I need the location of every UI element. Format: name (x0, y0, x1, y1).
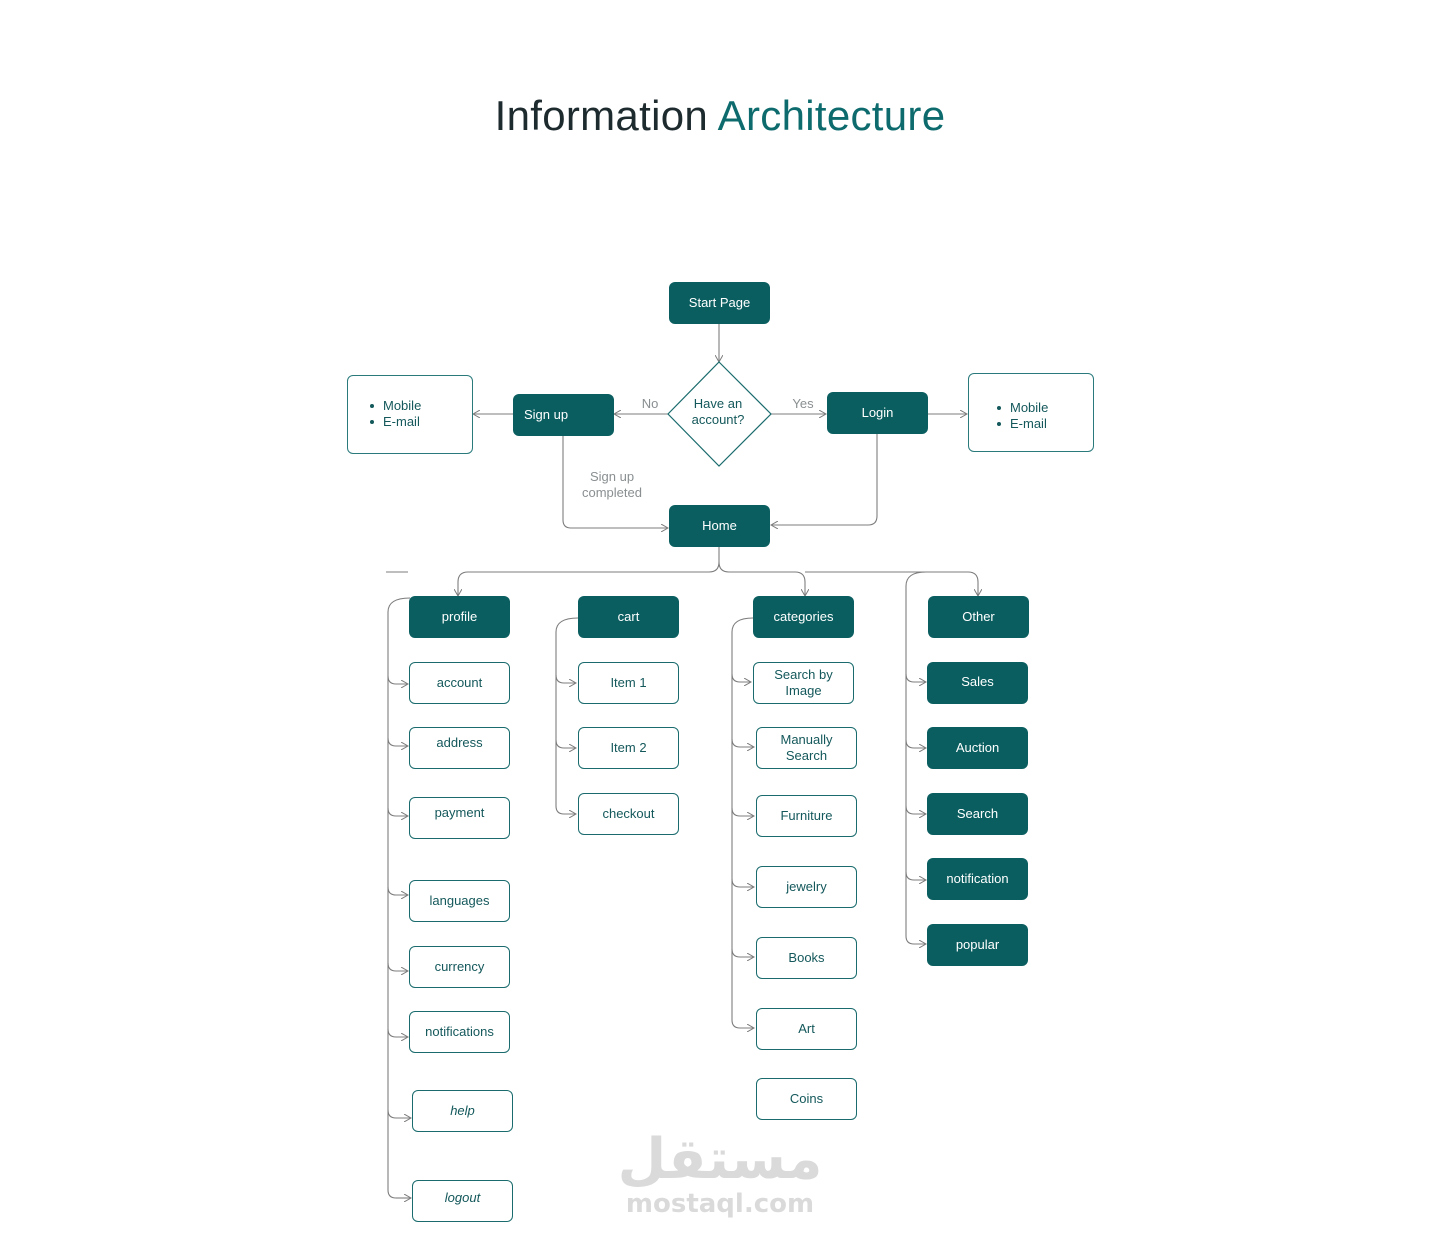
profile-item-currency[interactable]: currency (409, 946, 510, 988)
page-title: Information Architecture (0, 92, 1440, 140)
signup-options-list: Mobile E-mail (370, 398, 472, 430)
category-search-by-image-line-1: Search by (774, 667, 833, 682)
category-item-furniture[interactable]: Furniture (756, 795, 857, 837)
cart-item-2-label: Item 2 (610, 740, 647, 755)
category-item-manually-search[interactable]: Manually Search (756, 727, 857, 769)
category-item-art[interactable]: Art (756, 1008, 857, 1050)
profile-item-payment-label: payment (434, 805, 485, 820)
profile-item-languages[interactable]: languages (409, 880, 510, 922)
home-node[interactable]: Home (669, 505, 770, 547)
profile-item-logout-label: logout (444, 1190, 481, 1205)
category-item-books[interactable]: Books (756, 937, 857, 979)
profile-item-languages-label: languages (429, 893, 490, 908)
category-item-jewelry[interactable]: jewelry (756, 866, 857, 908)
profile-item-currency-label: currency (434, 959, 485, 974)
category-jewelry-label: jewelry (786, 879, 827, 894)
category-search-by-image-line-2: Image (785, 683, 822, 698)
watermark-latin: mostaql.com (625, 1189, 815, 1219)
signup-option-mobile: Mobile (370, 398, 472, 414)
category-coins-label: Coins (789, 1091, 824, 1106)
cart-item-1[interactable]: Item 1 (578, 662, 679, 704)
signup-options-box: Mobile E-mail (347, 375, 473, 454)
decision-line-2: account? (691, 412, 745, 427)
category-item-search-by-image[interactable]: Search by Image (753, 662, 854, 704)
profile-item-payment[interactable]: payment (409, 797, 510, 839)
yes-label: Yes (792, 396, 814, 411)
watermark-arabic: مستقل (617, 1127, 823, 1192)
profile-item-account-label: account (436, 675, 483, 690)
category-furniture-label: Furniture (780, 808, 833, 823)
login-label: Login (861, 405, 894, 420)
cart-item-2[interactable]: Item 2 (578, 727, 679, 769)
other-item-popular[interactable]: popular (927, 924, 1028, 966)
signup-completed-line-2: completed (582, 485, 642, 500)
other-notification-label: notification (946, 871, 1009, 886)
sign-up-node[interactable]: Sign up (513, 394, 614, 436)
profile-item-address[interactable]: address (409, 727, 510, 769)
profile-item-help-label: help (450, 1103, 475, 1118)
category-books-label: Books (788, 950, 825, 965)
profile-item-account[interactable]: account (409, 662, 510, 704)
cart-item-checkout-label: checkout (602, 806, 655, 821)
no-label: No (641, 396, 659, 411)
profile-item-help[interactable]: help (412, 1090, 513, 1132)
profile-item-logout[interactable]: logout (412, 1180, 513, 1222)
profile-node[interactable]: profile (409, 596, 510, 638)
signup-completed-label: Sign up completed (570, 469, 654, 501)
home-label: Home (702, 518, 737, 533)
profile-item-notifications[interactable]: notifications (409, 1011, 510, 1053)
profile-item-notifications-label: notifications (425, 1024, 494, 1039)
categories-label: categories (773, 609, 834, 624)
other-item-auction[interactable]: Auction (927, 727, 1028, 769)
profile-label: profile (441, 609, 478, 624)
profile-item-address-label: address (436, 735, 483, 750)
title-main: Information (494, 92, 709, 139)
signup-completed-line-1: Sign up (589, 469, 635, 484)
watermark-logo: مستقل mostaql.com (610, 1127, 830, 1219)
category-manually-search-line-2: Search (785, 748, 828, 763)
category-item-coins[interactable]: Coins (756, 1078, 857, 1120)
other-popular-label: popular (955, 937, 1000, 952)
other-node[interactable]: Other (928, 596, 1029, 638)
other-item-search[interactable]: Search (927, 793, 1028, 835)
other-item-notification[interactable]: notification (927, 858, 1028, 900)
category-manually-search-line-1: Manually (780, 732, 833, 747)
category-art-label: Art (798, 1021, 815, 1036)
cart-item-checkout[interactable]: checkout (578, 793, 679, 835)
decision-text: Have an account? (668, 396, 768, 428)
other-search-label: Search (956, 806, 999, 821)
decision-diamond (667, 361, 772, 467)
login-option-email: E-mail (997, 416, 1093, 432)
start-page-label: Start Page (688, 295, 751, 310)
other-item-sales[interactable]: Sales (927, 662, 1028, 704)
login-options-box: Mobile E-mail (968, 373, 1094, 452)
title-accent: Architecture (717, 92, 946, 139)
other-sales-label: Sales (961, 674, 994, 689)
other-auction-label: Auction (955, 740, 1000, 755)
cart-item-1-label: Item 1 (610, 675, 647, 690)
signup-option-email: E-mail (370, 414, 472, 430)
cart-label: cart (617, 609, 640, 624)
login-option-mobile: Mobile (997, 400, 1093, 416)
sign-up-label: Sign up (524, 407, 569, 422)
cart-node[interactable]: cart (578, 596, 679, 638)
start-page-node[interactable]: Start Page (669, 282, 770, 324)
login-node[interactable]: Login (827, 392, 928, 434)
other-label: Other (962, 609, 995, 624)
categories-node[interactable]: categories (753, 596, 854, 638)
login-options-list: Mobile E-mail (997, 400, 1093, 432)
decision-line-1: Have an (693, 396, 743, 411)
